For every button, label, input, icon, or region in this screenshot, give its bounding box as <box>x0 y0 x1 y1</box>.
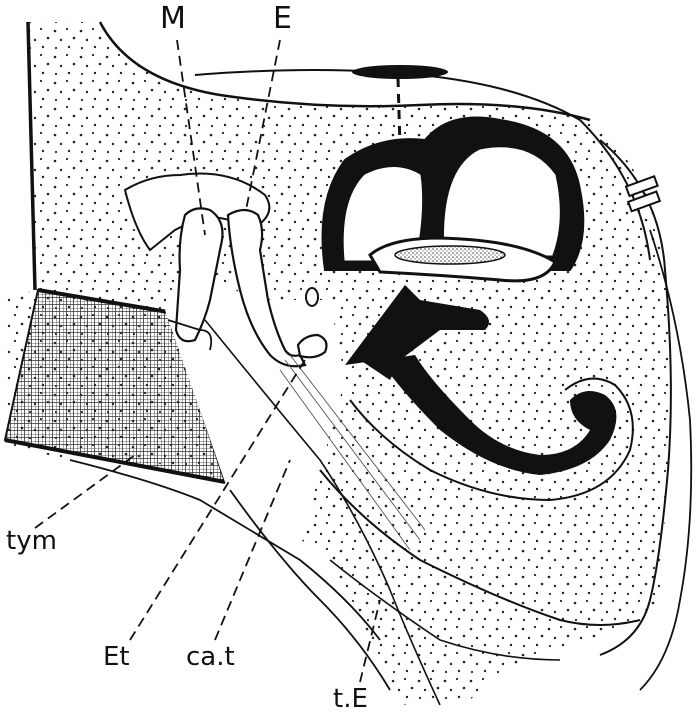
label-eustachian: Et <box>103 644 130 670</box>
dural-mark <box>352 65 448 79</box>
stapes-small <box>306 288 318 306</box>
leader-tym <box>35 455 135 528</box>
label-t-e: t.E <box>333 686 368 712</box>
label-tympanic: tym <box>6 528 57 554</box>
label-ca-t: ca.t <box>186 644 235 670</box>
label-malleus: M <box>160 4 186 34</box>
label-incus: E <box>273 4 292 34</box>
